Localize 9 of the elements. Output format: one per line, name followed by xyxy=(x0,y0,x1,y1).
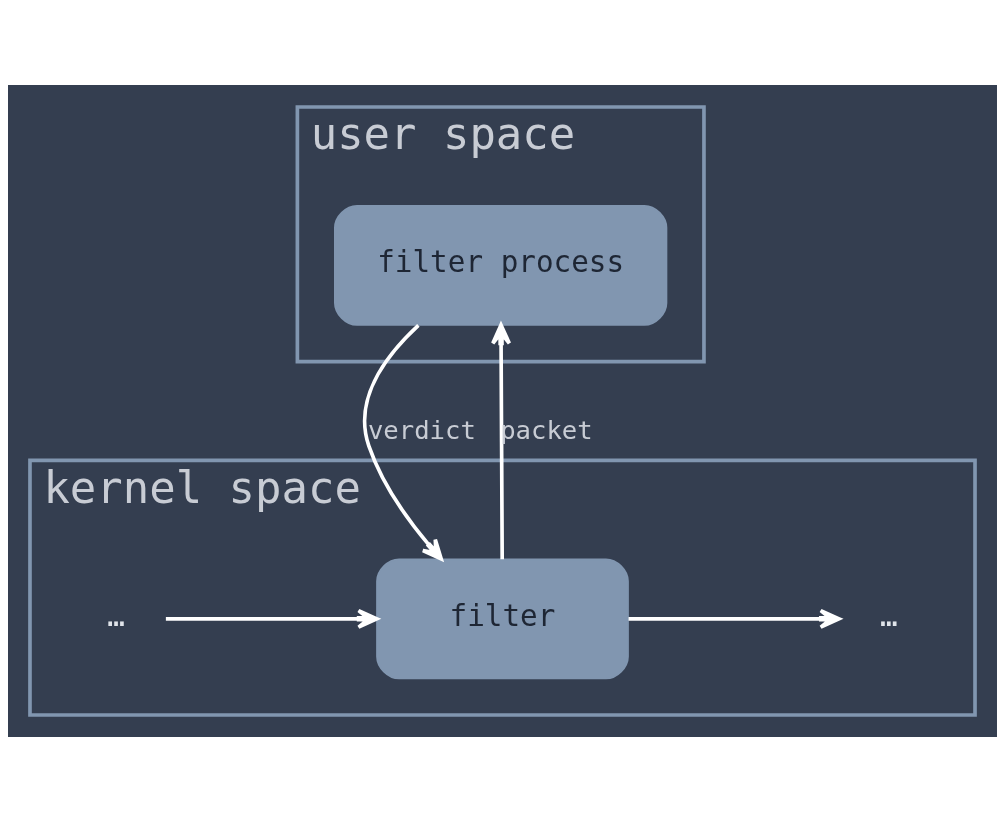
node-text: … xyxy=(880,598,898,633)
arrow xyxy=(628,608,841,629)
arrow xyxy=(491,322,512,559)
node-box: filter process xyxy=(334,204,668,326)
arrow xyxy=(165,608,379,629)
node-box: filter xyxy=(376,557,629,679)
arrow xyxy=(362,323,443,561)
edge-label: verdict xyxy=(367,414,476,445)
node-text: … xyxy=(107,598,125,633)
